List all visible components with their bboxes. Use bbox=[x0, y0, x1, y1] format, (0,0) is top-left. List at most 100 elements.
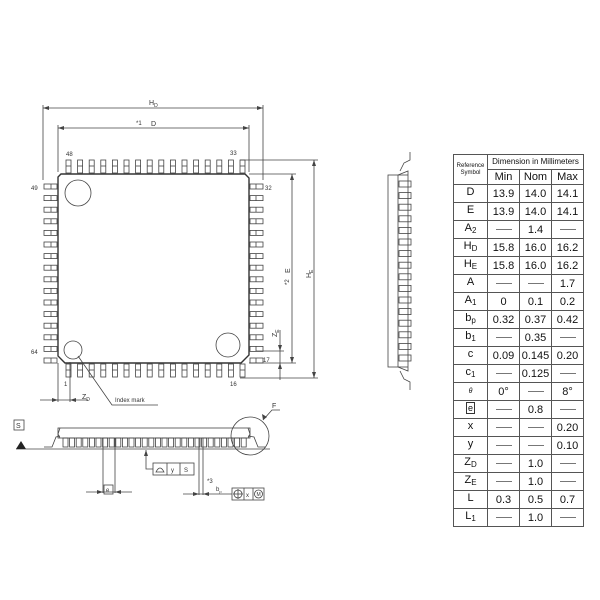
flatness-frame bbox=[152, 462, 195, 476]
bp-note: *3 bbox=[207, 479, 213, 485]
pin bbox=[135, 363, 142, 378]
pin bbox=[146, 363, 153, 378]
pin bbox=[43, 334, 58, 341]
pin bbox=[112, 159, 118, 174]
pin bbox=[43, 218, 58, 225]
hd-label: HD bbox=[149, 100, 158, 109]
pin bbox=[100, 159, 107, 174]
pin bbox=[43, 276, 58, 283]
pin bbox=[77, 159, 83, 174]
symbol-cell: E bbox=[453, 202, 488, 221]
symbol-cell: θ bbox=[453, 382, 488, 401]
pin-32-label: 32 bbox=[265, 186, 272, 192]
value-cell-max: 14.1 bbox=[551, 184, 584, 203]
pin bbox=[43, 195, 58, 202]
pin bbox=[249, 357, 264, 364]
dimension-header: Dimension in Millimeters bbox=[487, 154, 584, 170]
value-cell-min: 0 bbox=[487, 292, 520, 311]
pin bbox=[65, 363, 72, 378]
pin-1-label: 1 bbox=[64, 382, 68, 388]
pin bbox=[239, 363, 246, 378]
symbol-cell: L bbox=[453, 490, 488, 509]
value-cell-max: 14.1 bbox=[551, 202, 584, 221]
value-cell-max: 0.20 bbox=[551, 346, 584, 365]
pin bbox=[43, 206, 58, 213]
col-min: Min bbox=[487, 169, 520, 185]
pin bbox=[227, 159, 234, 174]
pin bbox=[158, 159, 165, 174]
pin bbox=[249, 311, 264, 318]
side-view-right bbox=[387, 152, 412, 390]
pin bbox=[249, 287, 264, 294]
pin bbox=[146, 159, 153, 174]
value-cell-min bbox=[487, 472, 520, 491]
value-cell-max bbox=[551, 400, 584, 419]
pin bbox=[135, 159, 142, 174]
d-note: *1 bbox=[136, 121, 142, 127]
pin-16-label: 16 bbox=[230, 382, 237, 388]
pin bbox=[77, 363, 83, 378]
pin-64-label: 64 bbox=[31, 350, 38, 356]
symbol-cell: x bbox=[453, 418, 488, 437]
pin bbox=[216, 159, 223, 174]
pin bbox=[249, 195, 264, 202]
symbol-cell: b1 bbox=[453, 328, 488, 347]
pin-48-label: 48 bbox=[66, 152, 73, 158]
value-cell-nom: 14.0 bbox=[519, 184, 552, 203]
pin bbox=[112, 363, 118, 378]
pin bbox=[249, 183, 264, 190]
position-frame bbox=[231, 487, 265, 501]
symbol-cell: ZD bbox=[453, 454, 488, 473]
pin bbox=[249, 241, 264, 248]
value-cell-max bbox=[551, 454, 584, 473]
pin bbox=[239, 159, 246, 174]
pin bbox=[249, 264, 264, 271]
pin bbox=[249, 218, 264, 225]
bp-label: bp bbox=[216, 487, 222, 494]
value-cell-max: 0.2 bbox=[551, 292, 584, 311]
pin1-corner-circle bbox=[64, 179, 92, 207]
value-cell-nom: 0.145 bbox=[519, 346, 552, 365]
symbol-cell: L1 bbox=[453, 508, 488, 527]
value-cell-max: 0.10 bbox=[551, 436, 584, 455]
pin bbox=[100, 363, 107, 378]
top-pins bbox=[65, 159, 246, 174]
pin bbox=[181, 159, 188, 174]
e-note: *2 bbox=[285, 279, 291, 285]
pin bbox=[43, 322, 58, 329]
position-tol: x bbox=[246, 493, 249, 499]
pin bbox=[88, 363, 95, 378]
value-cell-max: 16.2 bbox=[551, 256, 584, 275]
value-cell-min: 0° bbox=[487, 382, 520, 401]
value-cell-nom bbox=[519, 436, 552, 455]
d-label: D bbox=[151, 121, 156, 128]
pin bbox=[123, 363, 130, 378]
value-cell-nom: 1.0 bbox=[519, 472, 552, 491]
value-cell-nom: 14.0 bbox=[519, 202, 552, 221]
value-cell-nom: 0.8 bbox=[519, 400, 552, 419]
pin bbox=[169, 159, 176, 174]
value-cell-nom: 1.0 bbox=[519, 454, 552, 473]
value-cell-nom bbox=[519, 382, 552, 401]
value-cell-min: 15.8 bbox=[487, 256, 520, 275]
value-cell-max: 1.7 bbox=[551, 274, 584, 293]
value-cell-max bbox=[551, 328, 584, 347]
pin bbox=[43, 357, 58, 364]
value-cell-min bbox=[487, 508, 520, 527]
pin bbox=[204, 159, 211, 174]
index-mark-circle bbox=[63, 340, 83, 360]
symbol-cell: ZE bbox=[453, 472, 488, 491]
pin bbox=[123, 159, 130, 174]
value-cell-min bbox=[487, 274, 520, 293]
